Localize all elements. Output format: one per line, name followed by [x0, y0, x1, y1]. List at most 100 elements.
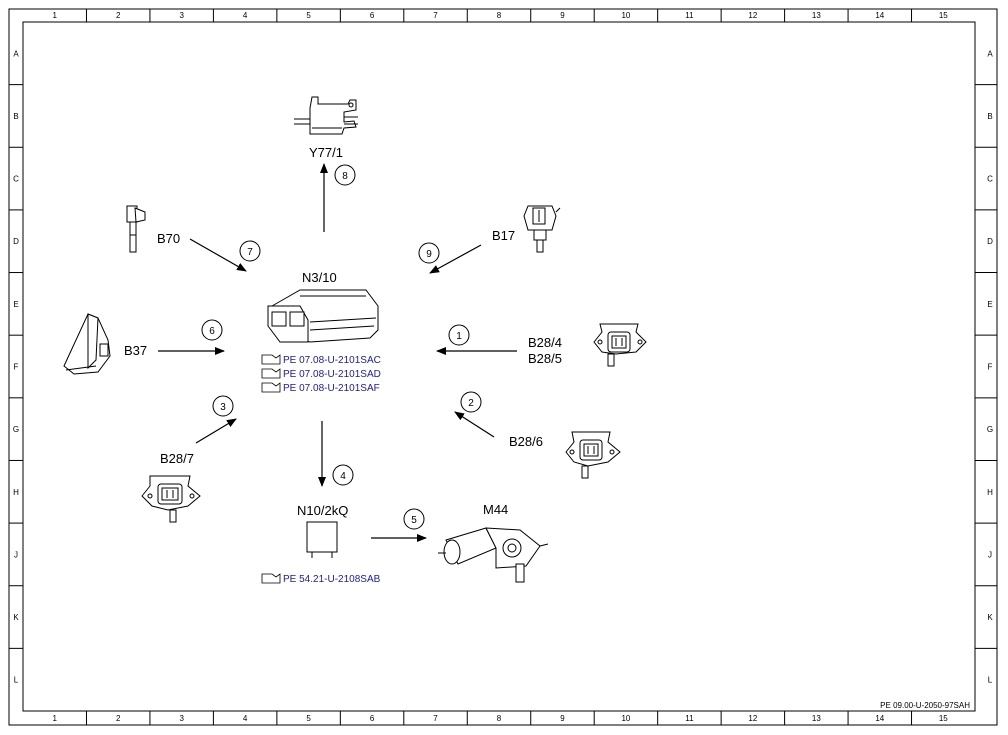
callout-3: 3: [212, 395, 234, 417]
column-label-top: 12: [748, 11, 757, 20]
arrow-from-b28-6: [454, 411, 495, 438]
label-y77-1: Y77/1: [309, 145, 343, 160]
column-label-top: 2: [116, 11, 121, 20]
row-label-right: A: [987, 49, 993, 58]
row-label-right: L: [988, 676, 993, 685]
document-id: PE 09.00-U-2050-97SAH: [880, 701, 970, 710]
column-label-bottom: 10: [621, 714, 630, 723]
label-b28-5: B28/5: [528, 351, 562, 366]
column-label-top: 6: [370, 11, 375, 20]
n3-10-reference-links: PE 07.08-U-2101SAC PE 07.08-U-2101SAD PE…: [261, 354, 381, 394]
column-label-bottom: 9: [560, 714, 565, 723]
column-ticks: 1122334455667788991010111112121313141415…: [53, 9, 948, 725]
row-label-right: D: [987, 237, 993, 246]
row-label-left: G: [13, 425, 19, 434]
column-label-bottom: 13: [812, 714, 821, 723]
reference-link[interactable]: PE 07.08-U-2101SAF: [283, 383, 380, 394]
svg-text:4: 4: [340, 471, 346, 482]
reference-link[interactable]: PE 07.08-U-2101SAD: [283, 369, 381, 380]
column-label-top: 15: [939, 11, 948, 20]
svg-text:2: 2: [468, 398, 474, 409]
row-label-right: K: [987, 613, 993, 622]
callout-6: 6: [201, 319, 223, 341]
b37-pedal-sensor-icon: [63, 313, 111, 375]
row-label-right: C: [987, 175, 993, 184]
column-label-top: 3: [179, 11, 184, 20]
book-icon: [261, 573, 281, 584]
n3-10-control-unit-icon: [267, 289, 379, 343]
svg-text:3: 3: [220, 402, 226, 413]
column-label-bottom: 11: [685, 714, 694, 723]
row-label-right: G: [987, 425, 993, 434]
svg-text:7: 7: [247, 247, 253, 258]
column-label-bottom: 5: [306, 714, 311, 723]
column-label-top: 10: [621, 11, 630, 20]
callout-7: 7: [239, 240, 261, 262]
label-b28-6: B28/6: [509, 434, 543, 449]
row-label-left: E: [13, 300, 18, 309]
callout-1: 1: [448, 324, 470, 346]
row-label-right: F: [988, 363, 993, 372]
label-b28-4: B28/4: [528, 335, 562, 350]
sheet-frame: 1122334455667788991010111112121313141415…: [8, 8, 998, 726]
svg-text:9: 9: [426, 249, 432, 260]
b28-4-pressure-sensor-icon: [593, 323, 647, 367]
row-label-left: J: [14, 550, 18, 559]
column-label-top: 8: [497, 11, 502, 20]
book-icon: [261, 354, 281, 393]
svg-text:1: 1: [456, 331, 462, 342]
arrow-from-b17: [429, 244, 482, 274]
column-label-top: 14: [875, 11, 884, 20]
row-label-right: B: [987, 112, 992, 121]
label-n3-10: N3/10: [302, 270, 337, 285]
column-label-bottom: 2: [116, 714, 121, 723]
arrow-from-b70: [189, 238, 247, 272]
row-label-right: J: [988, 550, 992, 559]
row-label-left: H: [13, 488, 19, 497]
label-b70: B70: [157, 231, 180, 246]
label-b28-7: B28/7: [160, 451, 194, 466]
callout-markers: 1 2 3 4 5 6 7 8 9: [201, 164, 482, 530]
column-label-top: 9: [560, 11, 565, 20]
column-label-bottom: 4: [243, 714, 248, 723]
column-label-top: 11: [685, 11, 694, 20]
column-label-top: 13: [812, 11, 821, 20]
label-m44: M44: [483, 502, 508, 517]
m44-pump-icon: [438, 527, 549, 583]
svg-text:8: 8: [342, 171, 348, 182]
column-label-bottom: 6: [370, 714, 375, 723]
row-label-left: K: [13, 613, 19, 622]
b17-sensor-icon: [523, 205, 561, 253]
row-label-left: F: [14, 363, 19, 372]
callout-8: 8: [334, 164, 356, 186]
column-label-top: 1: [53, 11, 58, 20]
row-label-left: C: [13, 175, 19, 184]
svg-text:5: 5: [411, 515, 417, 526]
reference-link[interactable]: PE 54.21-U-2108SAB: [283, 574, 381, 585]
callout-5: 5: [403, 508, 425, 530]
callout-9: 9: [418, 242, 440, 264]
n10-2kq-relay-icon: [306, 521, 338, 558]
column-label-bottom: 8: [497, 714, 502, 723]
b28-6-pressure-sensor-icon: [565, 431, 621, 479]
column-label-top: 4: [243, 11, 248, 20]
column-label-top: 5: [306, 11, 311, 20]
column-label-bottom: 15: [939, 714, 948, 723]
row-label-right: H: [987, 488, 993, 497]
column-label-top: 7: [433, 11, 438, 20]
column-label-bottom: 1: [53, 714, 58, 723]
reference-link[interactable]: PE 07.08-U-2101SAC: [283, 355, 381, 366]
row-label-left: L: [14, 676, 19, 685]
callout-2: 2: [460, 391, 482, 413]
column-label-bottom: 12: [748, 714, 757, 723]
column-label-bottom: 3: [179, 714, 184, 723]
svg-text:6: 6: [209, 326, 215, 337]
label-b37: B37: [124, 343, 147, 358]
row-label-left: D: [13, 237, 19, 246]
label-n10-2kq: N10/2kQ: [297, 503, 348, 518]
row-label-right: E: [987, 300, 992, 309]
signal-arrows: [158, 163, 517, 542]
arrow-from-b28-7: [195, 418, 237, 444]
